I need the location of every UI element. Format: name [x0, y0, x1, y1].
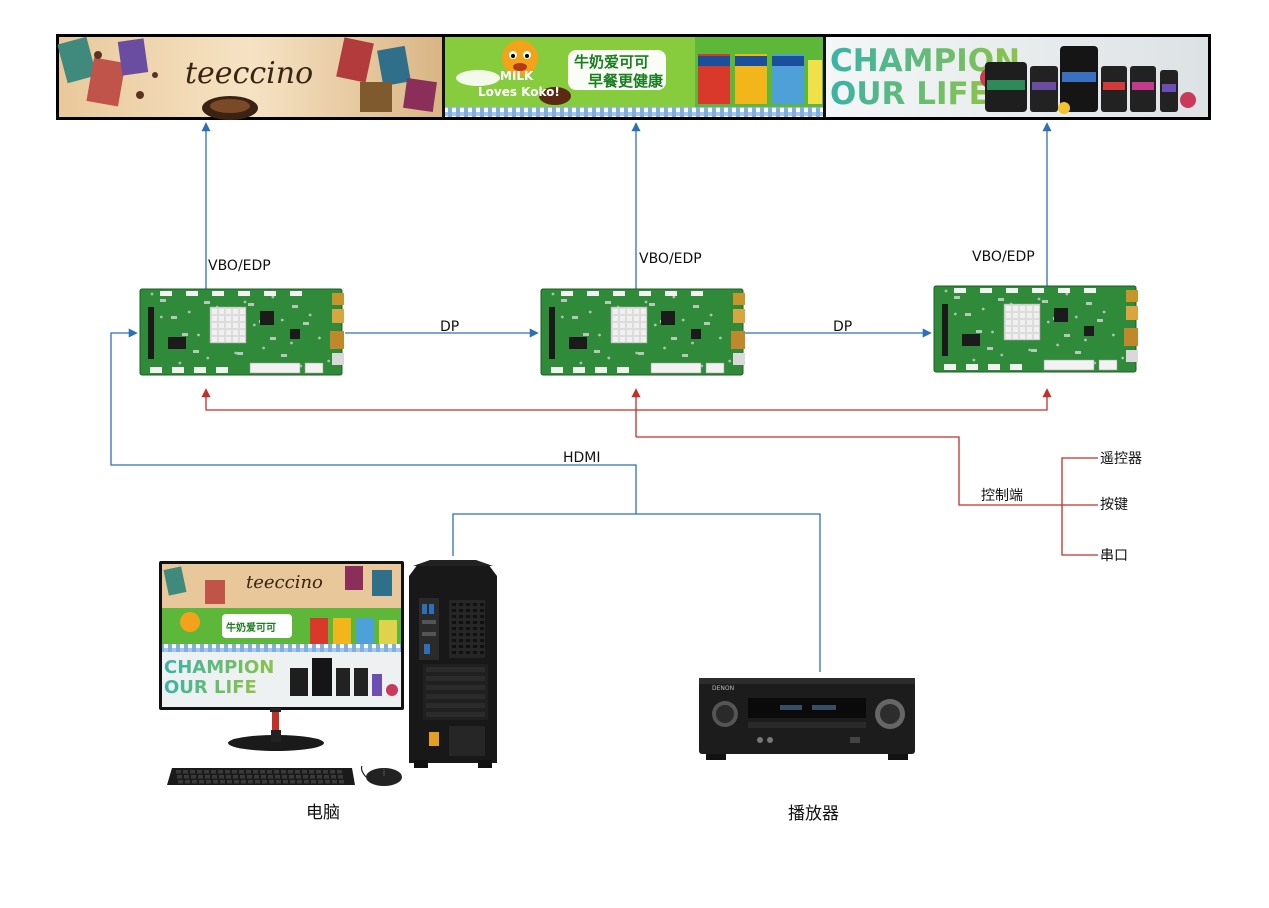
hdmi-line: [110, 328, 637, 514]
control-option-buttons: 按键: [1100, 497, 1128, 513]
mouse-icon: [360, 765, 402, 786]
our-life-text: OUR LIFE: [830, 76, 990, 112]
connection-lines: [110, 122, 1098, 672]
dp-label-2: DP: [833, 319, 852, 335]
keyboard-icon: [167, 768, 355, 785]
vbo-edp-label-3: VBO/EDP: [972, 249, 1035, 265]
cn-slogan-line2: 早餐更健康: [588, 72, 664, 90]
pc-tower-icon: [409, 560, 497, 768]
banner-panel-champion: CHAMPION OUR LIFE: [826, 37, 1208, 117]
svg-text:DENON: DENON: [712, 685, 734, 692]
computer-label: 电脑: [306, 803, 340, 823]
source-bus-line: [452, 513, 821, 672]
banner-panel-koko: MILK Loves Koko! 牛奶爱可可 早餐更健康: [445, 37, 823, 117]
monitor-cn-slogan: 牛奶爱可可: [226, 621, 276, 634]
monitor-champion-text: CHAMPION: [164, 657, 274, 678]
controller-board-1: [139, 288, 344, 376]
hdmi-label: HDMI: [563, 450, 601, 466]
av-player-icon: DENON: [699, 678, 915, 760]
player-label: 播放器: [788, 804, 839, 824]
computer-setup: teeccino 牛奶爱可可 CHAMPION OUR LIFE: [159, 560, 497, 786]
control-bus-line: [201, 388, 1052, 411]
connection-labels: VBO/EDP VBO/EDP VBO/EDP DP DP HDMI 控制端 遥…: [208, 249, 1142, 824]
controller-board-2: [540, 288, 745, 376]
monitor-icon: teeccino 牛奶爱可可 CHAMPION OUR LIFE: [159, 561, 404, 751]
control-option-remote: 遥控器: [1100, 451, 1142, 467]
dp-label-1: DP: [440, 319, 459, 335]
control-end-label: 控制端: [981, 488, 1023, 504]
milk-text: MILK: [500, 69, 534, 83]
teeccino-logo-text: teeccino: [185, 56, 313, 91]
control-option-serial: 串口: [1100, 548, 1128, 564]
control-options-bracket: [1061, 457, 1098, 556]
monitor-teeccino-text: teeccino: [246, 572, 323, 593]
vbo-edp-label-2: VBO/EDP: [639, 251, 702, 267]
cn-slogan-line1: 牛奶爱可可: [574, 53, 649, 71]
monitor-our-life-text: OUR LIFE: [164, 677, 257, 698]
controller-board-3: [933, 285, 1138, 373]
vbo-edp-label-1: VBO/EDP: [208, 258, 271, 274]
control-end-line: [636, 436, 1062, 506]
banner-panel-teeccino: teeccino: [57, 36, 442, 120]
loves-koko-slogan: Loves Koko!: [478, 85, 560, 99]
stretched-bar-display: teeccino MILK Loves Koko! 牛奶爱可可 早餐更健康: [56, 34, 1211, 120]
controller-boards: [139, 285, 1138, 376]
